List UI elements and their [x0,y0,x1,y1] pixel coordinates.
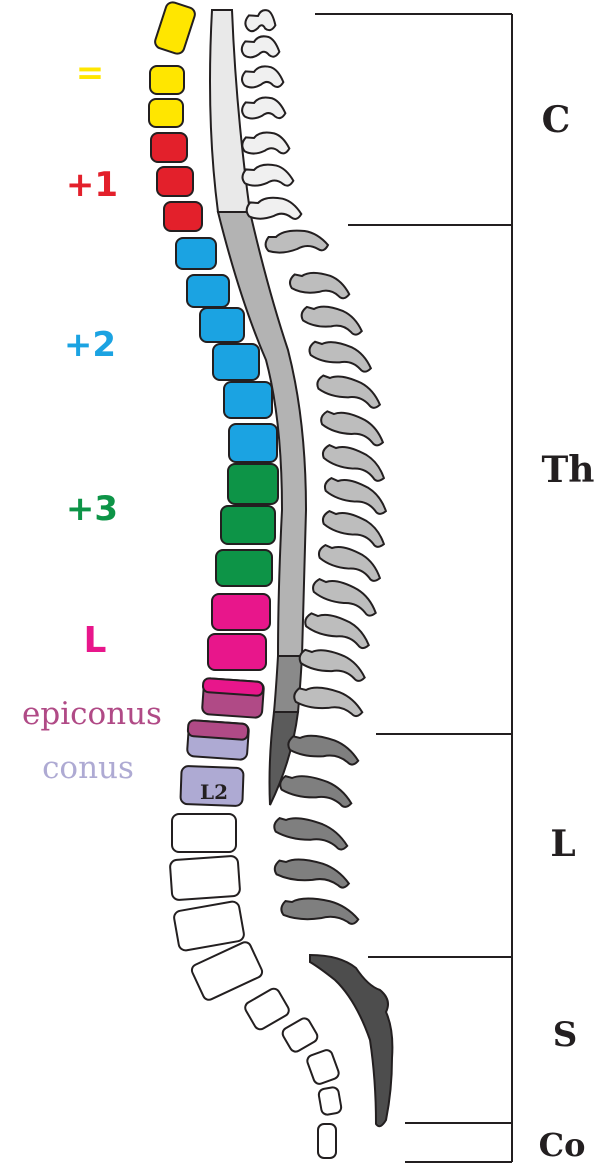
vertebral-body [317,1123,337,1159]
vertebral-body [149,65,185,95]
spinous-process [293,686,364,718]
spinous-processes [240,9,388,925]
label-L: L [84,620,107,661]
vertebral-body [223,381,273,419]
sacrum [309,953,394,1128]
vertebral-body [171,813,237,853]
cord-tip [268,711,300,806]
spinous-process [308,340,373,373]
vertebral-body [175,237,217,270]
vertebral-body [148,98,184,128]
vertebral-body [228,423,278,463]
vertebral-body [281,1017,319,1053]
vertebral-body [211,593,271,631]
vertebral-body-epiconus-cap [186,719,250,741]
vertebral-body [156,166,194,197]
spinous-process [241,131,291,155]
vertebral-body [317,1086,343,1116]
spinous-process [279,775,353,808]
spinous-process [241,96,287,120]
spinous-process [280,897,360,925]
vertebral-body-L-cap [201,677,265,697]
label-conus: conus [42,750,134,786]
label-epiconus: epiconus [22,696,162,732]
spinous-process [244,9,277,33]
vertebral-body [244,987,290,1031]
vertebral-body [212,343,260,381]
region-label-Th: Th [542,449,595,491]
vertebral-body [163,201,203,232]
vertebral-body [150,132,188,163]
region-label-C: C [542,99,571,141]
label-plus3: +3 [66,489,118,529]
spinous-process [264,229,330,254]
spinous-process [321,443,386,482]
spinous-process [287,734,360,766]
label-equal: = [76,53,105,93]
vertebral-body [199,307,245,343]
vertebral-body [227,463,279,505]
spinous-process [241,163,295,187]
region-label-S: S [553,1015,578,1055]
spinous-process [321,509,386,548]
vertebral-bodies [148,1,343,1159]
spinous-process [304,612,370,650]
spinous-process [312,577,377,617]
vertebral-body [306,1049,340,1085]
spinous-process [289,271,351,300]
spinous-process [241,65,285,89]
spinous-process [316,374,382,409]
spinous-process [298,648,366,682]
label-plus1: +1 [66,165,118,205]
spinous-process [240,35,281,59]
vertebral-body [190,941,264,1001]
spinous-process [245,196,303,220]
vertebral-body [220,505,276,545]
vertebral-body [169,855,241,901]
vertebral-body-L2 [179,765,245,807]
spinous-process [273,858,351,889]
region-label-L: L [550,823,575,865]
region-label-Co: Co [539,1126,586,1164]
label-L2: L2 [200,780,228,804]
region-bracket [315,13,513,1163]
label-plus2: +2 [64,325,116,365]
spinous-process [300,305,363,336]
spinous-process [320,410,385,447]
spinous-process [273,817,349,851]
spinous-process [323,476,388,515]
vertebral-body [207,633,267,671]
vertebral-body [154,1,196,55]
vertebral-body [215,549,273,587]
vertebral-body [186,274,230,308]
vertebral-body [173,900,245,952]
spinous-process [317,543,382,582]
